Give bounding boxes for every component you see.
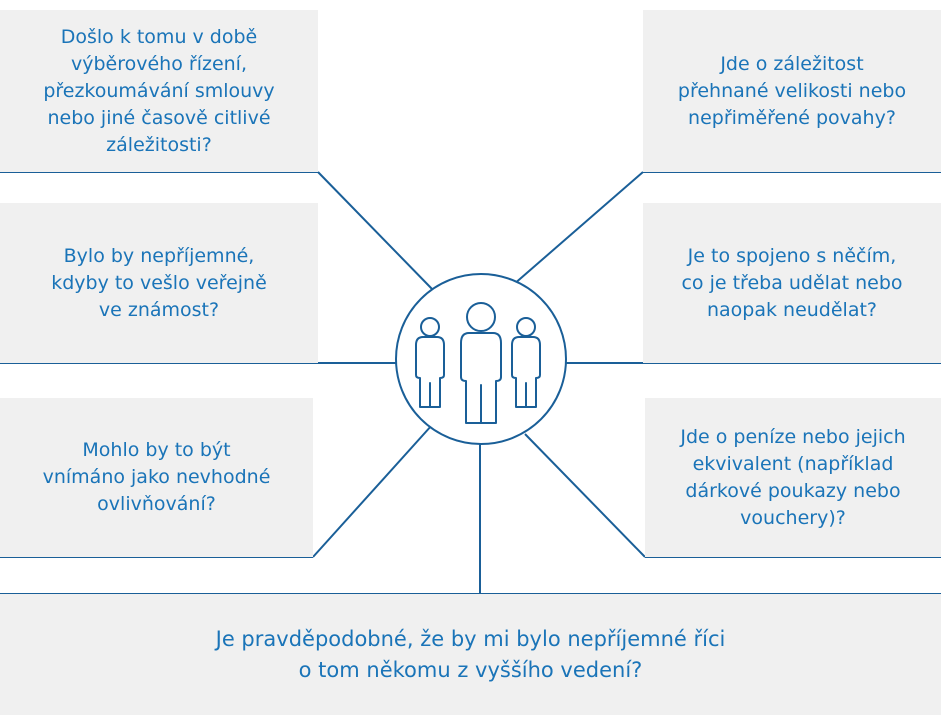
box-mid-left: Bylo by nepříjemné, kdyby to vešlo veřej… (0, 203, 318, 363)
box-top-right: Jde o záležitost přehnané velikosti nebo… (643, 10, 941, 172)
connector-low-right-diagonal (524, 433, 646, 558)
box-mid-right: Je to spojeno s něčím, co je třeba uděla… (643, 203, 941, 363)
box-top-left: Došlo k tomu v době výběrového řízení, p… (0, 10, 318, 172)
hub-circle (395, 273, 567, 445)
connector-top-left-diagonal (317, 171, 434, 291)
box-low-left: Mohlo by to být vnímáno jako nevhodné ov… (0, 398, 313, 557)
connector-top-right-diagonal (512, 171, 644, 286)
connector-low-left-diagonal (312, 424, 433, 558)
box-low-right: Jde o peníze nebo jejich ekvivalent (nap… (645, 398, 941, 557)
box-bottom: Je pravděpodobné, že by mi bylo nepříjem… (0, 594, 941, 715)
people-group-icon (415, 302, 541, 424)
